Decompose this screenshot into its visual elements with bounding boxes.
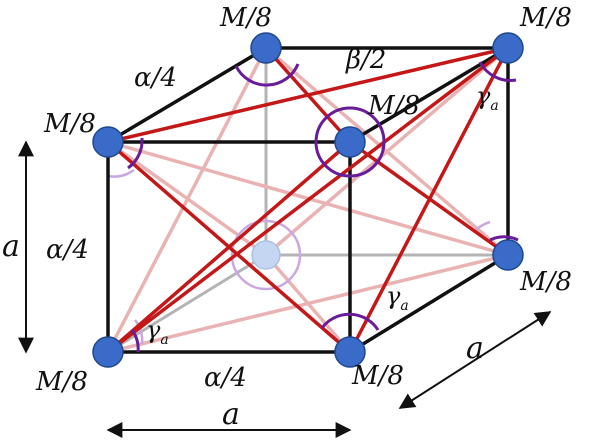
alpha-label-bottom: α/4 xyxy=(204,363,247,393)
mass-label-bottom-left: M/8 xyxy=(35,367,88,397)
depth-arrow xyxy=(398,311,552,409)
node-bottom-front-left xyxy=(92,336,124,368)
mass-label-bottom-center: M/8 xyxy=(351,361,404,391)
gamma-label-top-right: γa xyxy=(476,82,499,114)
angle-arcs xyxy=(127,61,519,353)
alpha-label-left: α/4 xyxy=(46,235,89,265)
mass-label-mid-center: M/8 xyxy=(367,91,420,121)
cube-edges xyxy=(106,46,510,354)
side-label-width: a xyxy=(222,397,240,432)
node-top-front-right xyxy=(334,126,366,158)
mass-label-top-left: M/8 xyxy=(219,3,272,33)
node-bottom-front-right xyxy=(334,336,366,368)
corner-nodes xyxy=(92,32,524,368)
node-hidden-center xyxy=(251,240,281,270)
node-bottom-back-right xyxy=(492,239,524,271)
dimension-arrows xyxy=(18,140,552,438)
beta-label: β/2 xyxy=(345,45,386,75)
side-label-height: a xyxy=(2,229,20,264)
mass-label-top-right: M/8 xyxy=(519,3,572,33)
node-top-back-left xyxy=(250,32,282,64)
mass-label-right: M/8 xyxy=(519,267,572,297)
side-label-depth: a xyxy=(466,331,484,366)
alpha-label-top: α/4 xyxy=(134,63,177,93)
mass-label-mid-left: M/8 xyxy=(43,109,96,139)
gamma-label-bottom-right: γa xyxy=(386,282,409,314)
gamma-label-bottom-left: γa xyxy=(146,316,169,348)
faded-diagonals xyxy=(106,46,510,354)
diagonals xyxy=(106,46,510,354)
node-top-front-left xyxy=(92,126,124,158)
node-top-back-right xyxy=(492,32,524,64)
